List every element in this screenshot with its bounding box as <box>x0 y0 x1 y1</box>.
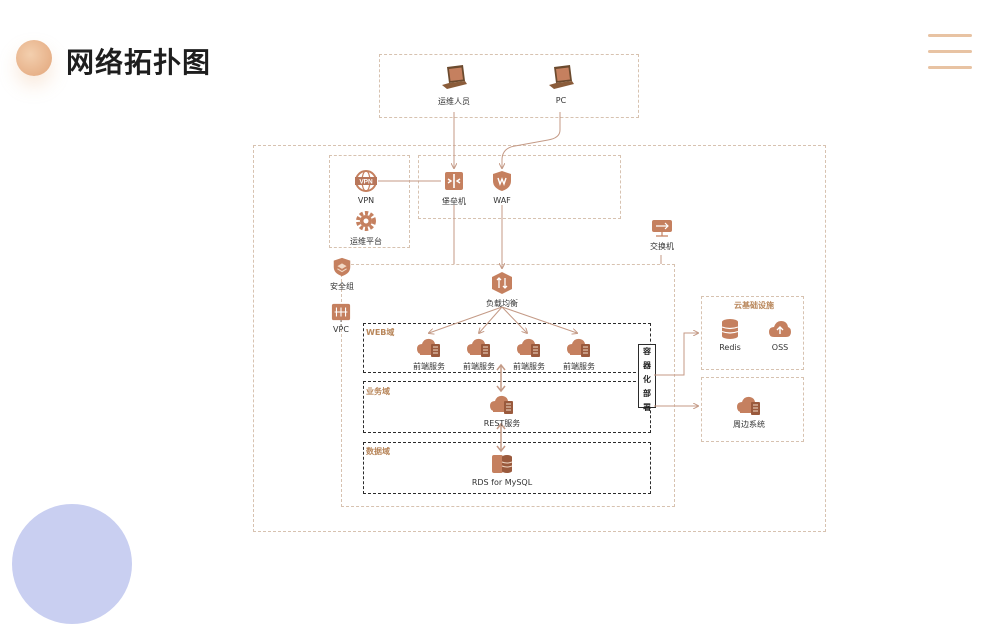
peripheral-zone <box>701 377 804 442</box>
web-domain-label: WEB域 <box>366 328 395 337</box>
ops-platform-label: 运维平台 <box>350 237 382 246</box>
oss-label: OSS <box>771 343 789 352</box>
vpc-label: VPC <box>333 325 349 334</box>
rest-service-label: REST服务 <box>483 419 521 428</box>
data-domain-label: 数据域 <box>366 447 390 456</box>
ops-staff-label: 运维人员 <box>438 97 470 106</box>
rest-service-node: REST服务 <box>481 393 523 429</box>
database-icon <box>492 455 513 473</box>
firewall-icon <box>445 172 463 190</box>
pc-node: PC <box>539 63 583 105</box>
cloud-server-icon <box>490 395 513 414</box>
title-decoration-dot <box>16 40 52 76</box>
load-balancer-label: 负载均衡 <box>486 299 518 308</box>
vpn-label: VPN <box>357 196 375 205</box>
cloud-server-icon <box>517 338 540 357</box>
redis-label: Redis <box>719 343 741 352</box>
globe-icon: VPN <box>355 170 377 192</box>
frontend-service-label: 前端服务 <box>413 362 445 371</box>
cloud-server-icon <box>467 338 490 357</box>
connector-lines <box>340 112 1000 453</box>
cloud-storage-icon <box>769 321 791 337</box>
laptop-icon <box>549 65 574 89</box>
vpn-node: VPN VPN <box>346 169 386 205</box>
cloud-region <box>253 145 826 532</box>
page-title: 网络拓扑图 <box>66 46 212 79</box>
security-group-label: 安全组 <box>330 282 354 291</box>
cloud-infra-label: 云基础设施 <box>734 301 774 310</box>
ops-platform-node: 运维平台 <box>346 209 386 247</box>
waf-node: WAF <box>486 169 518 205</box>
client-zone <box>379 54 639 118</box>
ops-staff-node: 运维人员 <box>432 63 476 107</box>
laptop-icon <box>442 65 467 89</box>
menu-lines-decoration <box>928 34 972 82</box>
load-balancer-node: 负载均衡 <box>482 271 522 309</box>
frontend-service-node: 前端服务 <box>461 336 497 372</box>
network-icon <box>331 303 351 321</box>
bastion-label: 堡垒机 <box>442 197 466 206</box>
cloud-server-icon <box>737 396 760 415</box>
shield-icon <box>493 171 511 191</box>
peripheral-system-node: 周边系统 <box>727 394 771 430</box>
data-domain-box <box>363 442 651 494</box>
cloud-infra-zone <box>701 296 804 370</box>
rds-label: RDS for MySQL <box>471 478 533 487</box>
gear-icon <box>356 211 376 231</box>
redis-node: Redis <box>716 318 744 352</box>
bastion-node: 堡垒机 <box>436 169 472 207</box>
switch-label: 交换机 <box>650 242 674 251</box>
frontend-service-node: 前端服务 <box>411 336 447 372</box>
cloud-server-icon <box>417 338 440 357</box>
vpn-zone <box>329 155 410 248</box>
cloud-server-icon <box>567 338 590 357</box>
frontend-service-label: 前端服务 <box>513 362 545 371</box>
switch-node: 交换机 <box>644 218 680 252</box>
waf-label: WAF <box>493 196 511 205</box>
frontend-service-node: 前端服务 <box>511 336 547 372</box>
business-domain-label: 业务域 <box>366 387 390 396</box>
vpc-zone <box>341 264 675 507</box>
vpc-node: VPC <box>328 302 354 334</box>
gateway-zone <box>418 155 621 219</box>
oss-node: OSS <box>766 318 794 352</box>
security-group-node: 安全组 <box>327 256 357 292</box>
shield-icon <box>333 257 351 277</box>
peripheral-system-label: 周边系统 <box>733 420 765 429</box>
rds-node: RDS for MySQL <box>471 453 533 487</box>
frontend-service-label: 前端服务 <box>463 362 495 371</box>
pc-label: PC <box>555 96 567 105</box>
frontend-service-node: 前端服务 <box>561 336 597 372</box>
load-balancer-icon <box>492 272 512 294</box>
switch-icon <box>652 220 672 237</box>
frontend-service-label: 前端服务 <box>563 362 595 371</box>
vpn-icon-text: VPN <box>359 179 373 186</box>
container-deploy-label: 容 器 化 部 署 <box>638 344 656 412</box>
database-icon <box>721 319 739 339</box>
